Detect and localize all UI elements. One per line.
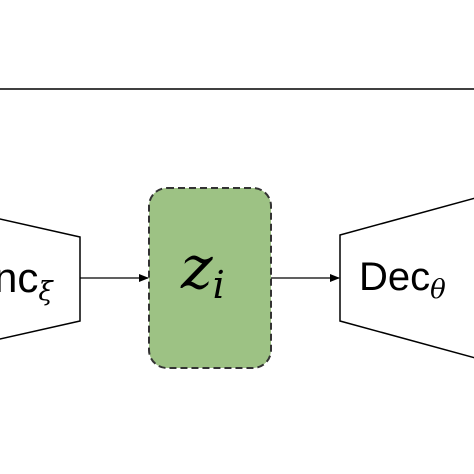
encoder-label: ncξ	[0, 254, 54, 307]
decoder-subscript: θ	[430, 275, 446, 305]
decoder-block	[339, 197, 474, 359]
encoder-subscript: ξ	[38, 277, 54, 307]
latent-label: zi	[180, 233, 225, 307]
encoder-block	[0, 218, 81, 340]
latent-subscript: i	[213, 263, 225, 307]
latent-box	[148, 187, 272, 369]
decoder-label: Decθ	[359, 255, 446, 305]
